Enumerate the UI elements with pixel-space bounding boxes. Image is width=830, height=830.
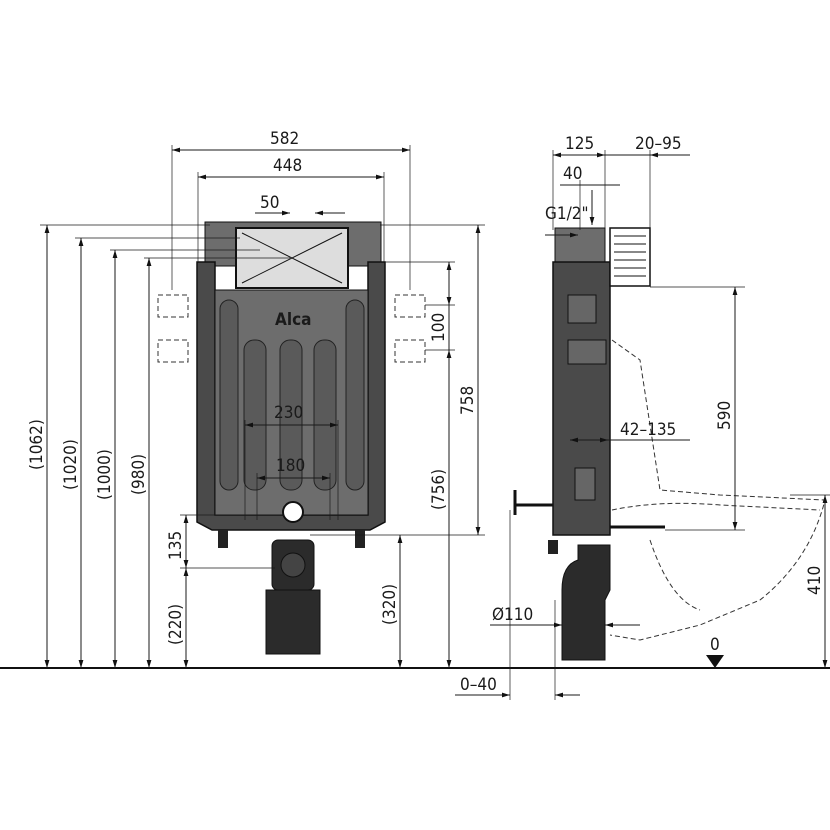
brand-logo: Alca	[275, 310, 311, 330]
label-50: 50	[260, 193, 279, 213]
label-1062: (1062)	[27, 419, 47, 470]
label-g1-2: G1/2"	[545, 204, 589, 224]
label-410: 410	[805, 566, 825, 595]
floor-level-marker-icon	[706, 655, 724, 668]
label-220: (220)	[166, 604, 186, 645]
label-42-135: 42–135	[620, 420, 676, 440]
label-20-95: 20–95	[635, 134, 682, 154]
label-40: 40	[563, 164, 582, 184]
label-1020: (1020)	[61, 439, 81, 490]
label-756: (756)	[429, 469, 449, 510]
label-125: 125	[565, 134, 594, 154]
label-135: 135	[166, 531, 186, 560]
label-100: 100	[429, 313, 449, 342]
side-frame	[513, 227, 826, 661]
label-180: 180	[276, 456, 305, 476]
label-448: 448	[273, 156, 302, 176]
label-230: 230	[274, 403, 303, 423]
label-floor-0: 0	[710, 635, 720, 655]
label-582: 582	[270, 129, 299, 149]
label-320: (320)	[380, 584, 400, 625]
label-758: 758	[458, 386, 478, 415]
label-diameter-110: Ø110	[492, 605, 533, 625]
label-0-40: 0–40	[460, 675, 497, 695]
label-980: (980)	[129, 454, 149, 495]
label-1000: (1000)	[95, 449, 115, 500]
vertical-dims-left	[40, 224, 290, 668]
label-590: 590	[715, 401, 735, 430]
